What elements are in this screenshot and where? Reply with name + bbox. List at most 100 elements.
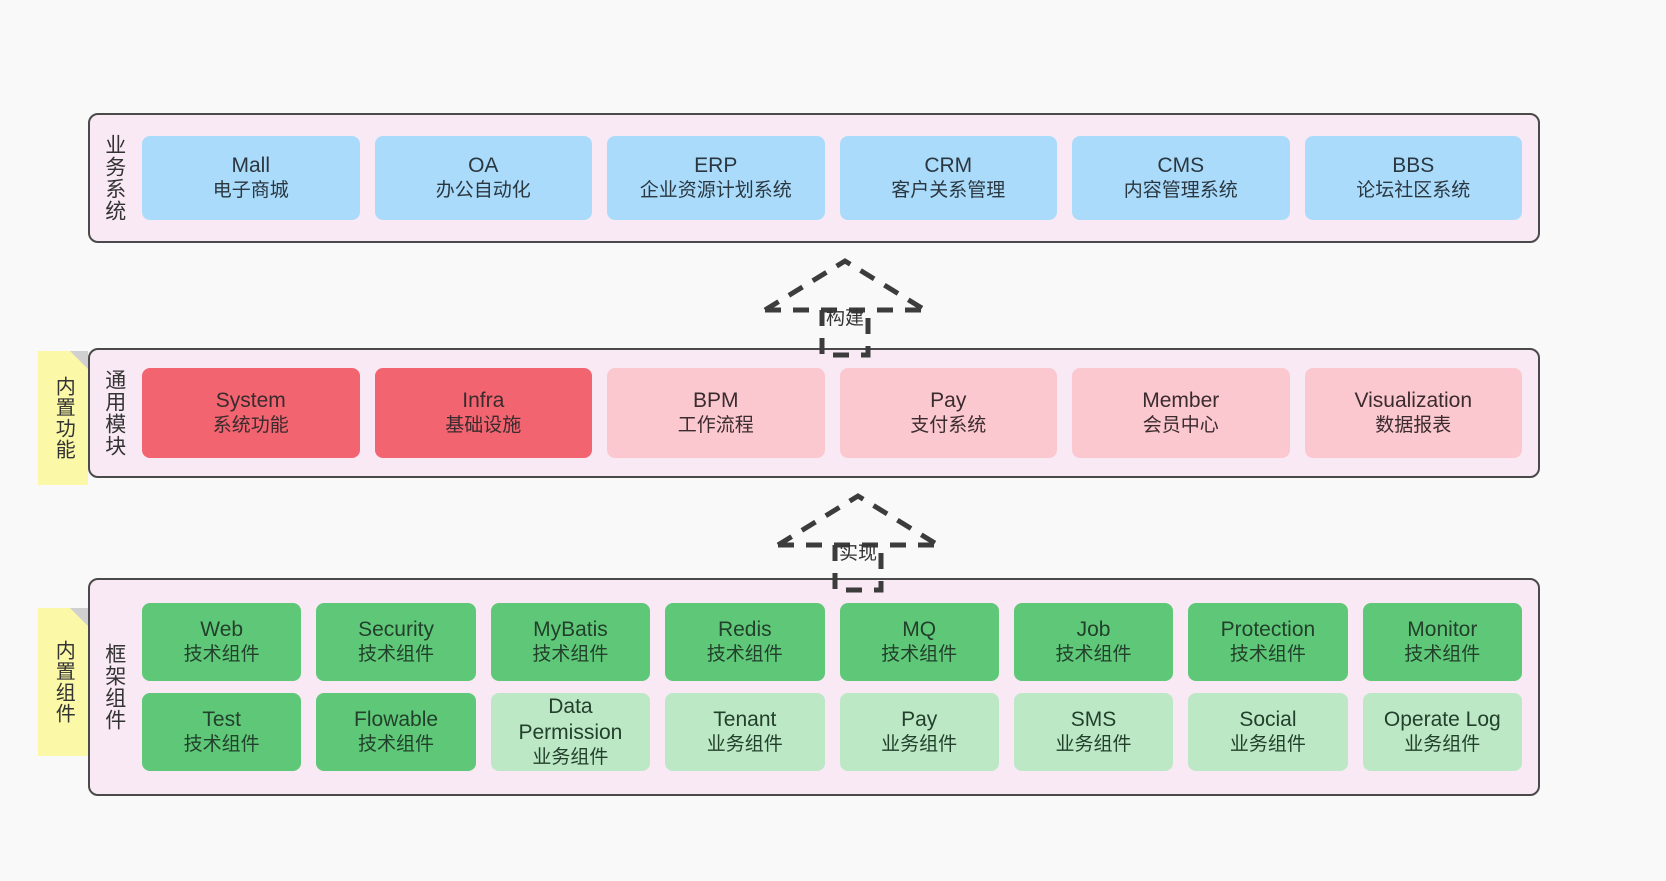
card-title: Operate Log <box>1383 708 1501 731</box>
note-fold-icon <box>70 608 88 626</box>
note-builtin-features: 内置功能 <box>38 351 88 485</box>
band-label-common-modules: 通用模块 <box>102 369 126 457</box>
card-title: OA <box>468 154 499 177</box>
card-sms[interactable]: SMS 业务组件 <box>1013 693 1174 771</box>
card-title: Social <box>1239 708 1297 731</box>
card-subtitle: 业务组件 <box>1055 734 1132 756</box>
card-erp[interactable]: ERP 企业资源计划系统 <box>607 136 825 220</box>
card-pay[interactable]: Pay 支付系统 <box>839 368 1057 458</box>
card-title: Member <box>1142 389 1220 412</box>
card-title: Protection <box>1220 618 1316 641</box>
card-title: SMS <box>1070 708 1117 731</box>
card-subtitle: 会员中心 <box>1142 415 1219 437</box>
card-title: Infra <box>462 389 505 412</box>
card-monitor[interactable]: Monitor 技术组件 <box>1362 603 1522 681</box>
card-subtitle: 内容管理系统 <box>1123 180 1238 202</box>
card-title: Security <box>358 618 434 641</box>
card-mq[interactable]: MQ 技术组件 <box>839 603 999 681</box>
card-title: MQ <box>902 618 937 641</box>
card-crm[interactable]: CRM 客户关系管理 <box>839 136 1057 220</box>
card-flowable[interactable]: Flowable 技术组件 <box>316 693 476 771</box>
card-title: CRM <box>924 154 973 177</box>
card-test[interactable]: Test 技术组件 <box>142 693 302 771</box>
card-subtitle: 电子商城 <box>212 180 289 202</box>
card-subtitle: 技术组件 <box>183 734 260 756</box>
band-framework-components: 框架组件 Web 技术组件 Security 技术组件 MyBatis 技术组件… <box>88 578 1540 796</box>
framework-row-technical: Web 技术组件 Security 技术组件 MyBatis 技术组件 Redi… <box>142 603 1522 681</box>
connector-build: 构建 <box>760 255 930 360</box>
connector-implement: 实现 <box>773 490 943 595</box>
card-title: Pay <box>930 389 967 412</box>
card-system[interactable]: System 系统功能 <box>142 368 360 458</box>
band-body-common-modules: System 系统功能 Infra 基础设施 BPM 工作流程 Pay 支付系统… <box>138 350 1538 476</box>
card-tenant[interactable]: Tenant 业务组件 <box>665 693 825 771</box>
card-subtitle: 技术组件 <box>183 644 260 666</box>
card-subtitle: 客户关系管理 <box>891 180 1006 202</box>
band-label-business-systems: 业务系统 <box>102 134 126 222</box>
generalization-triangle-icon <box>763 258 927 313</box>
framework-row-business: Test 技术组件 Flowable 技术组件 Data Permission … <box>142 693 1522 771</box>
card-subtitle: 业务组件 <box>706 734 783 756</box>
card-title: BPM <box>692 389 739 412</box>
card-title: Mall <box>231 154 270 177</box>
card-subtitle: 技术组件 <box>358 734 435 756</box>
card-operate-log[interactable]: Operate Log 业务组件 <box>1362 693 1522 771</box>
card-subtitle: 办公自动化 <box>435 180 531 202</box>
card-mybatis[interactable]: MyBatis 技术组件 <box>490 603 651 681</box>
card-subtitle: 业务组件 <box>1404 734 1481 756</box>
card-subtitle: 企业资源计划系统 <box>639 180 792 202</box>
card-subtitle: 业务组件 <box>532 747 609 769</box>
card-oa[interactable]: OA 办公自动化 <box>374 136 592 220</box>
card-title: Redis <box>717 618 772 641</box>
card-security[interactable]: Security 技术组件 <box>316 603 476 681</box>
card-title: BBS <box>1392 154 1435 177</box>
band-label-framework-components: 框架组件 <box>102 643 126 731</box>
card-cms[interactable]: CMS 内容管理系统 <box>1072 136 1290 220</box>
card-mall[interactable]: Mall 电子商城 <box>142 136 360 220</box>
card-subtitle: 业务组件 <box>881 734 958 756</box>
card-title: Web <box>200 618 244 641</box>
card-social[interactable]: Social 业务组件 <box>1188 693 1348 771</box>
band-body-business-systems: Mall 电子商城 OA 办公自动化 ERP 企业资源计划系统 CRM 客户关系… <box>138 115 1538 241</box>
card-subtitle: 技术组件 <box>881 644 958 666</box>
card-bbs[interactable]: BBS 论坛社区系统 <box>1304 136 1522 220</box>
card-visualization[interactable]: Visualization 数据报表 <box>1304 368 1522 458</box>
generalization-triangle-icon <box>776 493 940 548</box>
card-title: Monitor <box>1407 618 1478 641</box>
card-title: Test <box>202 708 241 731</box>
card-web[interactable]: Web 技术组件 <box>142 603 302 681</box>
card-subtitle: 数据报表 <box>1375 415 1452 437</box>
card-subtitle: 技术组件 <box>1404 644 1481 666</box>
card-title: System <box>215 389 286 412</box>
card-subtitle: 支付系统 <box>910 415 987 437</box>
card-job[interactable]: Job 技术组件 <box>1013 603 1174 681</box>
card-title: Visualization <box>1354 389 1473 412</box>
note-builtin-components: 内置组件 <box>38 608 88 756</box>
card-redis[interactable]: Redis 技术组件 <box>665 603 825 681</box>
card-data-permission[interactable]: Data Permission 业务组件 <box>490 693 651 771</box>
connector-implement-label: 实现 <box>838 543 877 564</box>
card-member[interactable]: Member 会员中心 <box>1072 368 1290 458</box>
band-business-systems: 业务系统 Mall 电子商城 OA 办公自动化 ERP 企业资源计划系统 CRM… <box>88 113 1540 243</box>
card-subtitle: 系统功能 <box>212 415 289 437</box>
card-title: Data Permission <box>518 694 623 745</box>
card-title: Tenant <box>713 708 777 731</box>
band-body-framework-components: Web 技术组件 Security 技术组件 MyBatis 技术组件 Redi… <box>138 580 1538 794</box>
card-subtitle: 基础设施 <box>445 415 522 437</box>
note-label: 内置组件 <box>52 640 75 724</box>
card-subtitle: 技术组件 <box>706 644 783 666</box>
card-subtitle: 论坛社区系统 <box>1356 180 1471 202</box>
band-common-modules: 通用模块 System 系统功能 Infra 基础设施 BPM 工作流程 Pay… <box>88 348 1540 478</box>
card-subtitle: 技术组件 <box>1229 644 1306 666</box>
card-subtitle: 技术组件 <box>358 644 435 666</box>
card-subtitle: 业务组件 <box>1229 734 1306 756</box>
card-title: ERP <box>694 154 738 177</box>
card-infra[interactable]: Infra 基础设施 <box>374 368 592 458</box>
card-title: MyBatis <box>533 618 608 641</box>
card-subtitle: 技术组件 <box>532 644 609 666</box>
card-bpm[interactable]: BPM 工作流程 <box>607 368 825 458</box>
card-title: Flowable <box>354 708 439 731</box>
card-pay-business[interactable]: Pay 业务组件 <box>839 693 999 771</box>
card-protection[interactable]: Protection 技术组件 <box>1188 603 1348 681</box>
